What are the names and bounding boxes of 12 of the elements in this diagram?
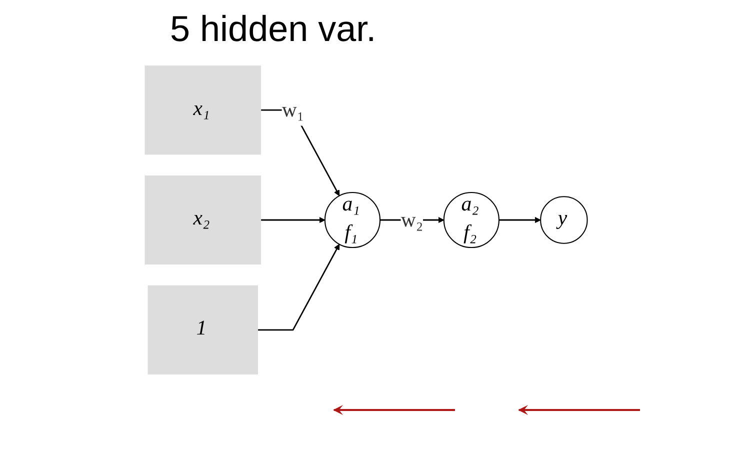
node-box: x₁ bbox=[144, 66, 262, 155]
node-circle: y bbox=[540, 196, 588, 244]
node-box: 1 bbox=[148, 285, 258, 374]
arrow bbox=[261, 216, 326, 224]
node-circle: a₂ f₂ bbox=[443, 192, 500, 248]
edge-label: w₁ bbox=[282, 98, 304, 122]
edge-label: w₂ bbox=[400, 208, 424, 232]
arrow bbox=[258, 244, 340, 331]
heading-label: 5 hidden var. bbox=[170, 8, 376, 50]
node-circle: a₁ f₁ bbox=[324, 192, 381, 248]
arrow bbox=[498, 216, 541, 224]
node-box: x₂ bbox=[144, 175, 262, 265]
